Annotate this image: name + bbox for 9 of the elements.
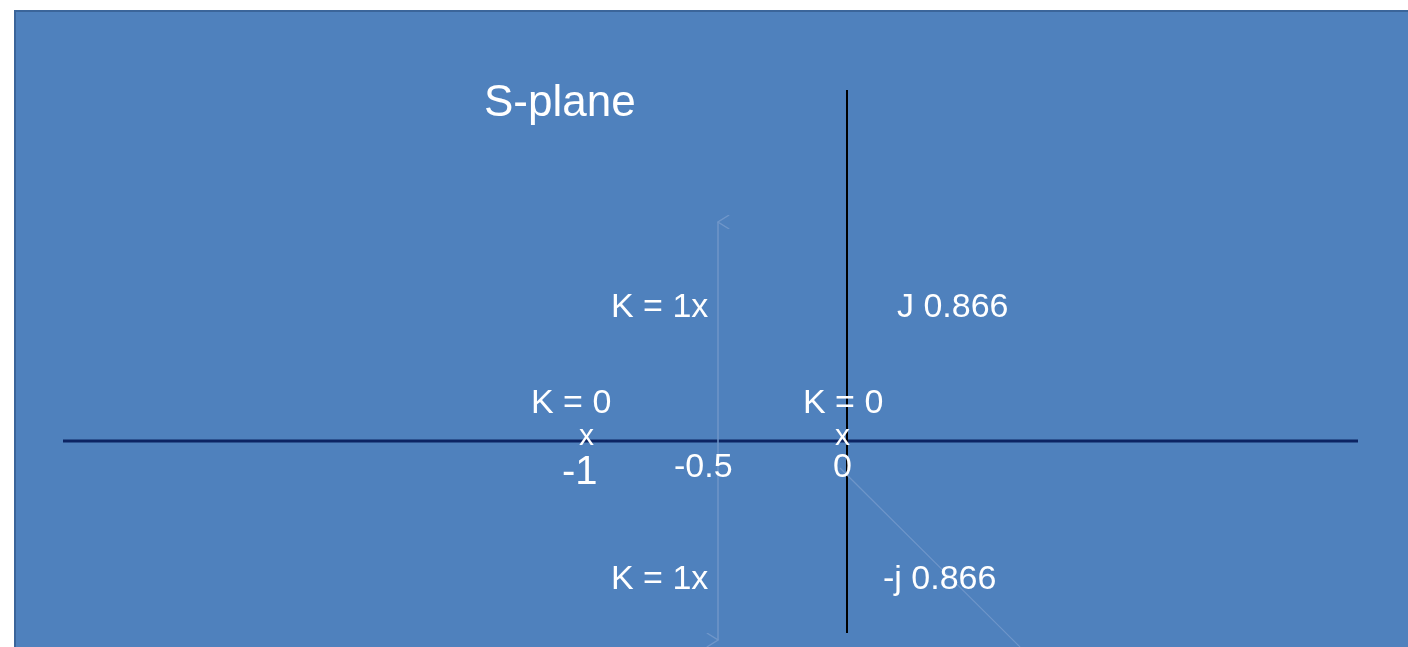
plot-title: S-plane xyxy=(484,78,636,123)
axis-value-label: -j 0.866 xyxy=(883,560,997,595)
gain-label: K = 1x xyxy=(611,288,709,323)
tick-label: -0.5 xyxy=(674,448,733,483)
pole-mark: x xyxy=(579,419,594,450)
gain-label: K = 0 xyxy=(531,384,612,419)
gain-label: K = 1x xyxy=(611,560,709,595)
axis-value-label: J 0.866 xyxy=(897,288,1009,323)
tick-label: -1 xyxy=(562,450,598,490)
